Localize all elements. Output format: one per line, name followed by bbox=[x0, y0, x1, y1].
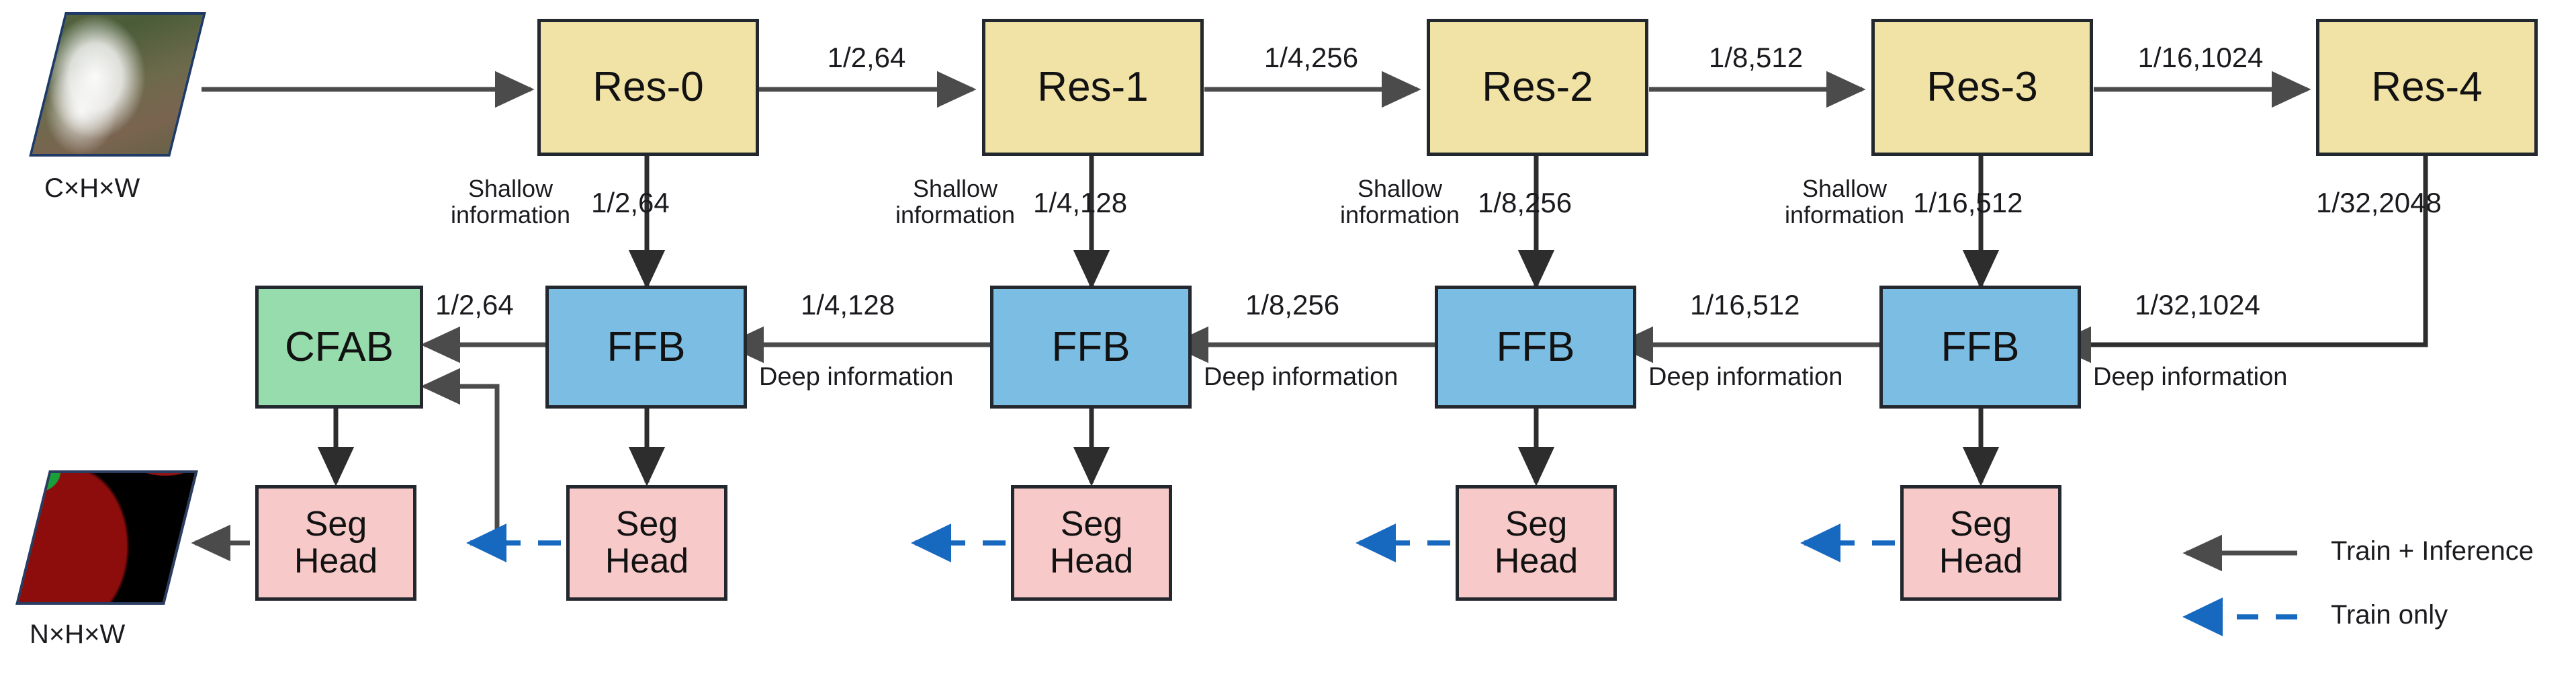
shallow-dims-2: 1/8,256 bbox=[1478, 187, 1572, 218]
output-caption: N×H×W bbox=[30, 620, 126, 649]
decoder-dims-3: 1/16,512 bbox=[1690, 289, 1800, 321]
encoder-edge-label-1: 1/4,256 bbox=[1263, 42, 1359, 73]
res-block-3-label: Res-3 bbox=[1926, 64, 2038, 111]
seg-head-3-label: Seg Head bbox=[1494, 505, 1579, 581]
decoder-dims-0: 1/2,64 bbox=[435, 289, 514, 321]
seg-head-3[interactable]: Seg Head bbox=[1456, 485, 1617, 601]
ffb-block-1-label: FFB bbox=[1051, 323, 1130, 370]
ffb-block-0-label: FFB bbox=[607, 323, 686, 370]
res-block-1[interactable]: Res-1 bbox=[982, 19, 1204, 156]
output-image bbox=[15, 470, 198, 605]
legend-item-train-inference: Train + Inference bbox=[2331, 536, 2534, 566]
encoder-edge-label-3: 1/16,1024 bbox=[2137, 42, 2264, 73]
deep-note-3: Deep information bbox=[1648, 363, 1843, 391]
res-block-1-label: Res-1 bbox=[1037, 64, 1149, 111]
ffb-block-1[interactable]: FFB bbox=[990, 286, 1192, 409]
decoder-dims-2: 1/8,256 bbox=[1245, 289, 1340, 321]
shallow-note-2: Shallow information bbox=[1339, 175, 1460, 228]
shallow-note-3: Shallow information bbox=[1784, 175, 1905, 228]
decoder-dims-1: 1/4,128 bbox=[801, 289, 895, 321]
seg-head-1[interactable]: Seg Head bbox=[566, 485, 727, 601]
ffb-block-2-label: FFB bbox=[1496, 323, 1575, 370]
seg-head-1-label: Seg Head bbox=[605, 505, 689, 581]
legend-label-train-only: Train only bbox=[2331, 600, 2448, 630]
res-block-4-label: Res-4 bbox=[2371, 64, 2483, 111]
seg-head-2-label: Seg Head bbox=[1049, 505, 1134, 581]
decoder-dims-4: 1/32,1024 bbox=[2135, 289, 2260, 321]
input-image-content bbox=[29, 12, 206, 157]
output-image-content bbox=[15, 470, 198, 605]
ffb-block-3-label: FFB bbox=[1941, 323, 2020, 370]
deep-note-4: Deep information bbox=[2093, 363, 2288, 391]
legend-item-train-only: Train only bbox=[2331, 600, 2448, 630]
seg-head-2[interactable]: Seg Head bbox=[1011, 485, 1172, 601]
res-block-2[interactable]: Res-2 bbox=[1427, 19, 1648, 156]
shallow-dims-0: 1/2,64 bbox=[591, 187, 670, 218]
deep-note-1: Deep information bbox=[759, 363, 954, 391]
res4-down-dims: 1/32,2048 bbox=[2316, 187, 2442, 218]
seg-head-0[interactable]: Seg Head bbox=[255, 485, 416, 601]
shallow-dims-3: 1/16,512 bbox=[1913, 187, 2023, 218]
shallow-note-1: Shallow information bbox=[895, 175, 1016, 228]
legend-label-train-inference: Train + Inference bbox=[2331, 536, 2534, 566]
deep-note-2: Deep information bbox=[1204, 363, 1398, 391]
res-block-0[interactable]: Res-0 bbox=[537, 19, 759, 156]
shallow-dims-1: 1/4,128 bbox=[1033, 187, 1128, 218]
encoder-edge-label-2: 1/8,512 bbox=[1708, 42, 1804, 73]
input-caption: C×H×W bbox=[44, 173, 140, 203]
res-block-2-label: Res-2 bbox=[1482, 64, 1593, 111]
legend: Train + Inference Train only bbox=[2176, 524, 2566, 652]
ffb-block-2[interactable]: FFB bbox=[1435, 286, 1636, 409]
res-block-0-label: Res-0 bbox=[592, 64, 704, 111]
ffb-block-3[interactable]: FFB bbox=[1879, 286, 2081, 409]
seg-head-4-label: Seg Head bbox=[1939, 505, 2023, 581]
seg-head-4[interactable]: Seg Head bbox=[1900, 485, 2061, 601]
input-image bbox=[29, 12, 206, 157]
shallow-note-0: Shallow information bbox=[450, 175, 571, 228]
encoder-edge-label-0: 1/2,64 bbox=[827, 42, 906, 73]
seg-head-0-label: Seg Head bbox=[294, 505, 378, 581]
ffb-block-0[interactable]: FFB bbox=[545, 286, 747, 409]
res-block-3[interactable]: Res-3 bbox=[1871, 19, 2093, 156]
cfab-label: CFAB bbox=[285, 323, 394, 370]
cfab-block[interactable]: CFAB bbox=[255, 286, 423, 409]
res-block-4[interactable]: Res-4 bbox=[2316, 19, 2538, 156]
